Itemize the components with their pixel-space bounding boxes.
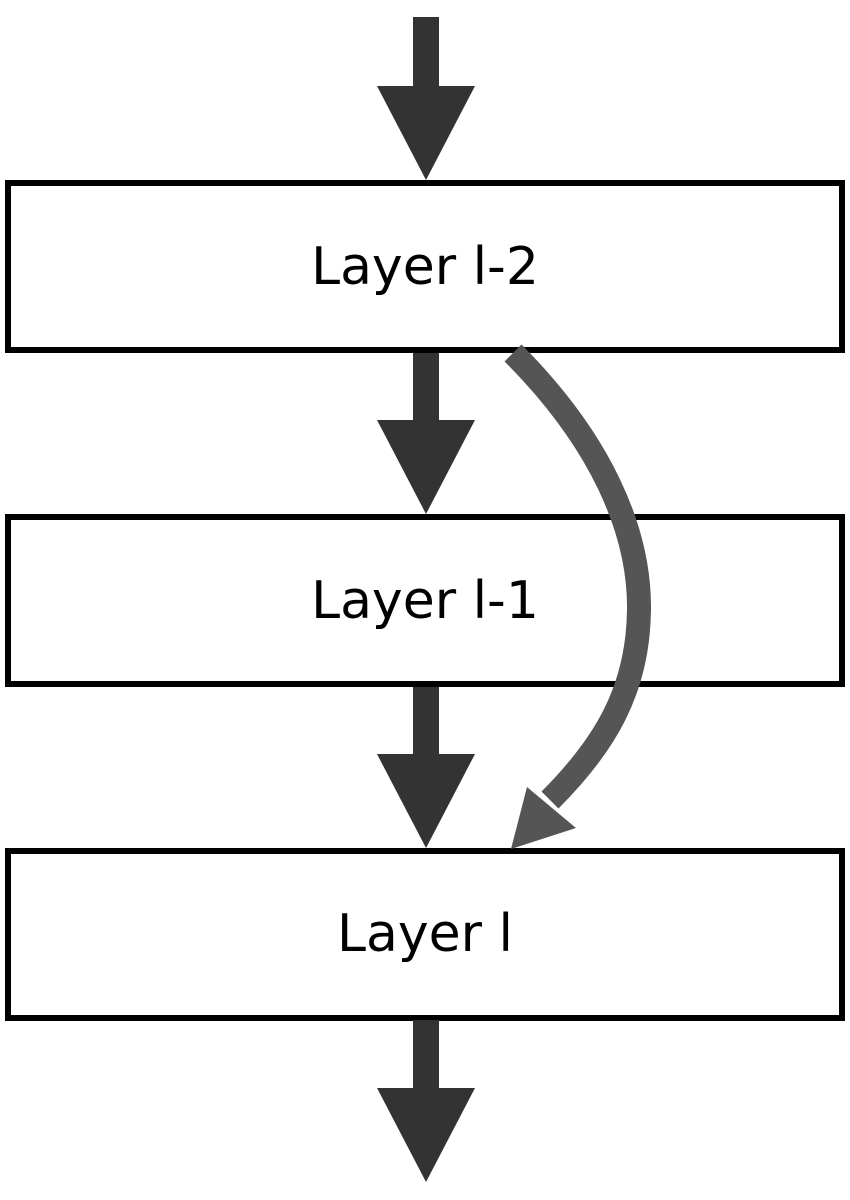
arrow-l-1-to-l bbox=[377, 687, 475, 848]
skip-connection-arrow bbox=[504, 344, 652, 849]
skip-connection-curve bbox=[504, 344, 652, 809]
arrow-l-2-to-l-1-shaft bbox=[413, 353, 439, 423]
layer-box-l-2-rect bbox=[5, 180, 845, 353]
layer-box-l: Layer l bbox=[5, 848, 845, 1021]
arrow-l-2-to-l-1 bbox=[377, 353, 475, 514]
layer-label-l: Layer l bbox=[337, 904, 513, 964]
layer-box-l-1: Layer l-1 bbox=[5, 514, 845, 687]
output-arrow bbox=[377, 1020, 475, 1182]
skip-connection-head bbox=[511, 787, 576, 849]
arrow-l-1-to-l-head bbox=[377, 754, 475, 848]
layer-box-l-2: Layer l-2 bbox=[5, 180, 845, 353]
arrow-l-1-to-l-shaft bbox=[413, 687, 439, 757]
arrow-l-2-to-l-1-head bbox=[377, 420, 475, 514]
output-arrow-head bbox=[377, 1088, 475, 1182]
input-arrow-shaft bbox=[413, 17, 439, 89]
output-arrow-shaft bbox=[413, 1020, 439, 1092]
layer-label-l-2: Layer l-2 bbox=[311, 237, 539, 297]
input-arrow-head bbox=[377, 86, 475, 180]
layer-box-l-rect bbox=[5, 848, 845, 1021]
input-arrow bbox=[377, 17, 475, 180]
layer-box-l-1-rect bbox=[5, 514, 845, 687]
layer-label-l-1: Layer l-1 bbox=[311, 571, 539, 631]
